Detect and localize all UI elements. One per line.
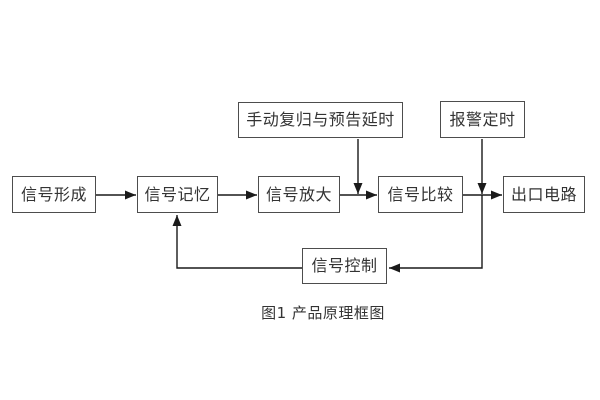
edge-control-to-memory (172, 215, 302, 269)
node-signal-amplification: 信号放大 (258, 176, 340, 213)
edge-junction-to-control (389, 195, 483, 273)
node-alarm-timer: 报警定时 (440, 101, 525, 138)
node-signal-formation: 信号形成 (12, 176, 96, 213)
node-output-circuit: 出口电路 (503, 176, 585, 213)
figure-caption: 图1 产品原理框图 (261, 304, 385, 322)
node-signal-memory: 信号记忆 (137, 176, 218, 213)
node-signal-comparison: 信号比较 (378, 176, 463, 213)
node-manual-reset-delay: 手动复归与预告延时 (238, 102, 403, 138)
node-signal-control: 信号控制 (302, 248, 387, 284)
